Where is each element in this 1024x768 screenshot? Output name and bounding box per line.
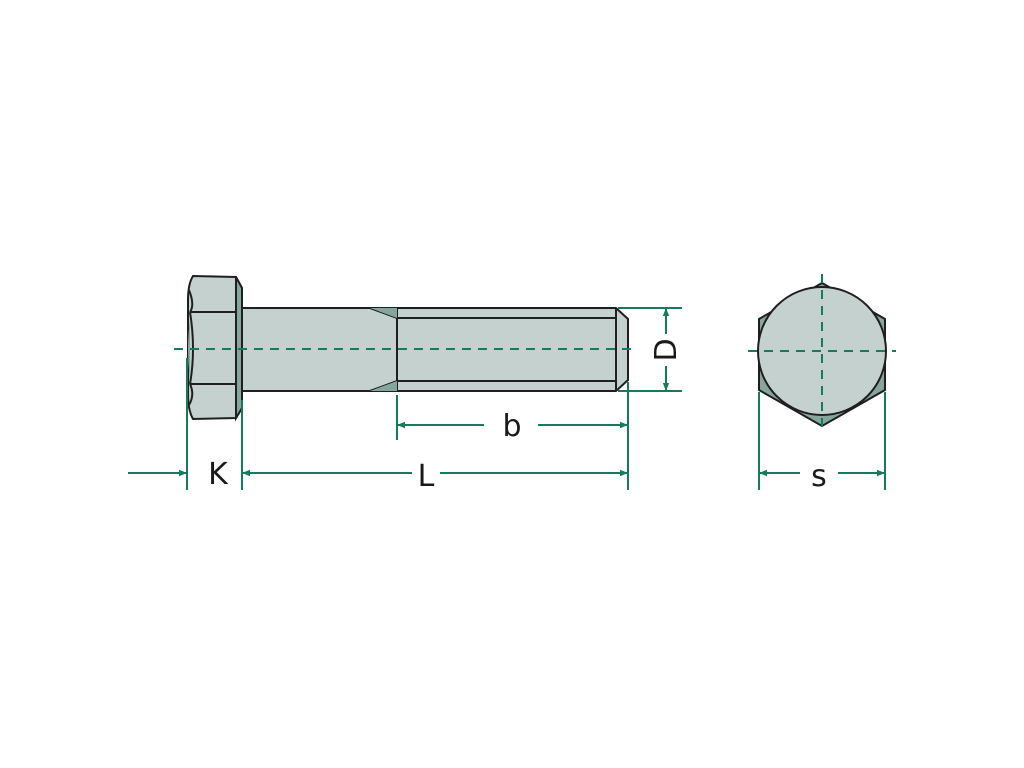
bolt-side-view: [174, 274, 636, 422]
bolt-end-view: [748, 274, 896, 428]
label-s: s: [811, 459, 827, 494]
label-d: D: [649, 338, 684, 361]
label-k: K: [208, 457, 229, 492]
dimension-lines: [128, 307, 886, 490]
label-l: L: [418, 459, 435, 494]
label-b: b: [502, 409, 521, 444]
bolt-head: [187, 274, 243, 422]
